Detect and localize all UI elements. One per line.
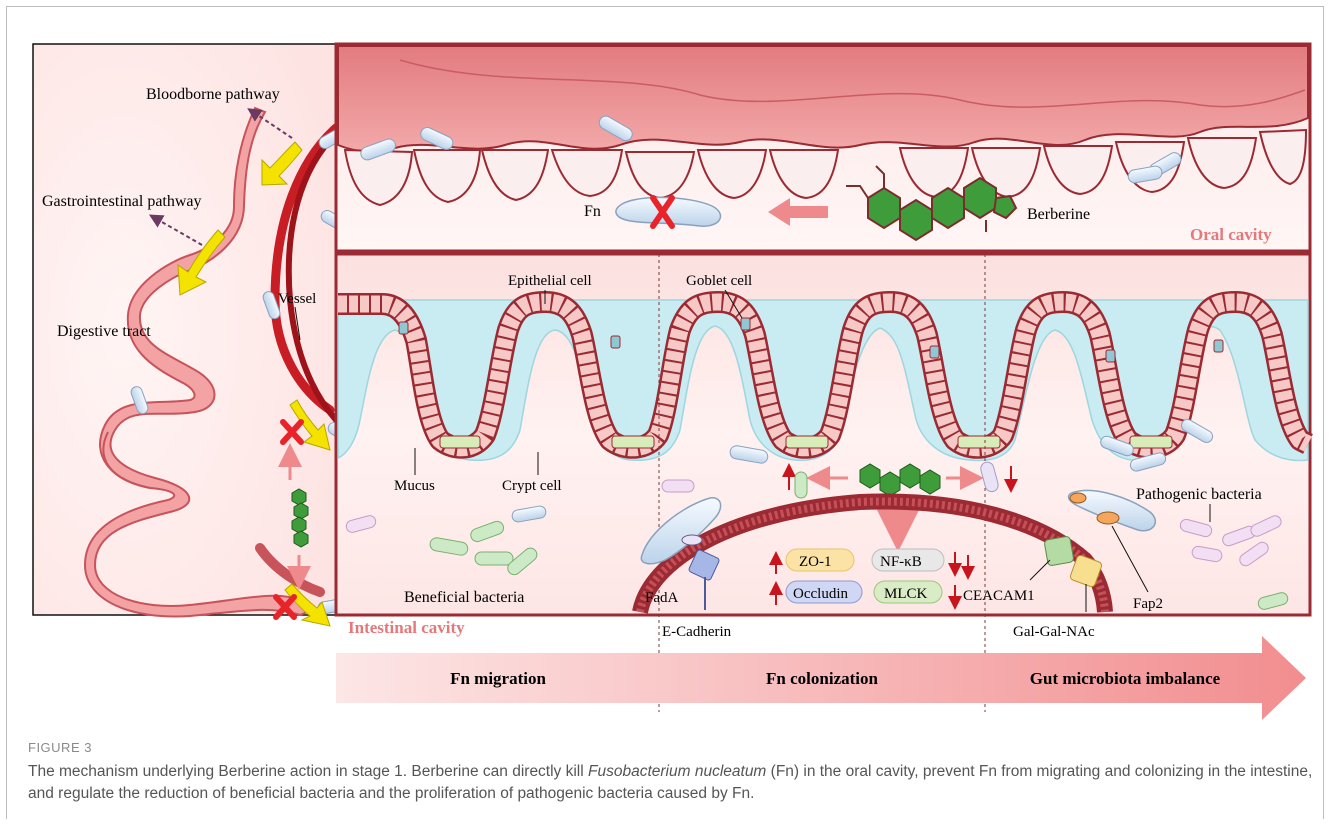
oral-cavity-label: Oral cavity [1190, 225, 1272, 244]
zo1-label: ZO-1 [799, 554, 832, 570]
vessel-label: Vessel [278, 291, 316, 307]
gal-gal-nac-label: Gal-Gal-NAc [1013, 624, 1095, 640]
beneficial-bacterium-small [795, 472, 807, 498]
nfkb-label: NF-κB [880, 554, 922, 570]
e-cadherin-label: E-Cadherin [662, 624, 732, 640]
fada-adhesin [682, 535, 702, 545]
stage-gut-microbiota-imbalance: Gut microbiota imbalance [1030, 669, 1221, 688]
mechanism-diagram: Bloodborne pathway Gastrointestinal path… [0, 0, 1329, 735]
berberine-label: Berberine [1027, 206, 1090, 223]
mucus-label: Mucus [394, 478, 435, 494]
occludin-label: Occludin [793, 586, 848, 602]
pathogenic-bacteria-label: Pathogenic bacteria [1136, 486, 1262, 503]
stage-fn-migration: Fn migration [450, 669, 546, 688]
crypt-cell-label: Crypt cell [502, 478, 562, 494]
fada-label: FadA [645, 590, 679, 606]
epithelial-cell-label: Epithelial cell [508, 273, 592, 289]
caption-text: The mechanism underlying Berberine actio… [28, 761, 1318, 805]
stage-fn-colonization: Fn colonization [766, 669, 878, 688]
digestive-tract-label: Digestive tract [57, 323, 151, 340]
goblet-cell-label: Goblet cell [686, 273, 752, 289]
gastrointestinal-pathway-label: Gastrointestinal pathway [42, 193, 202, 210]
mlck-label: MLCK [884, 586, 928, 602]
caption-text-before: The mechanism underlying Berberine actio… [28, 763, 588, 780]
intestinal-cavity-label: Intestinal cavity [348, 618, 465, 637]
fap2-label: Fap2 [1133, 596, 1163, 612]
ceacam1-label: CEACAM1 [963, 588, 1035, 604]
fap2-adhesin-2 [1070, 493, 1086, 503]
bloodborne-pathway-label: Bloodborne pathway [146, 86, 280, 103]
fap2-adhesin [1097, 512, 1119, 524]
caption-species-name: Fusobacterium nucleatum [588, 763, 766, 780]
caption-label: FIGURE 3 [28, 740, 1318, 755]
beneficial-bacteria-label: Beneficial bacteria [404, 589, 524, 606]
fn-label: Fn [584, 203, 601, 220]
figure-caption: FIGURE 3 The mechanism underlying Berber… [28, 740, 1318, 805]
